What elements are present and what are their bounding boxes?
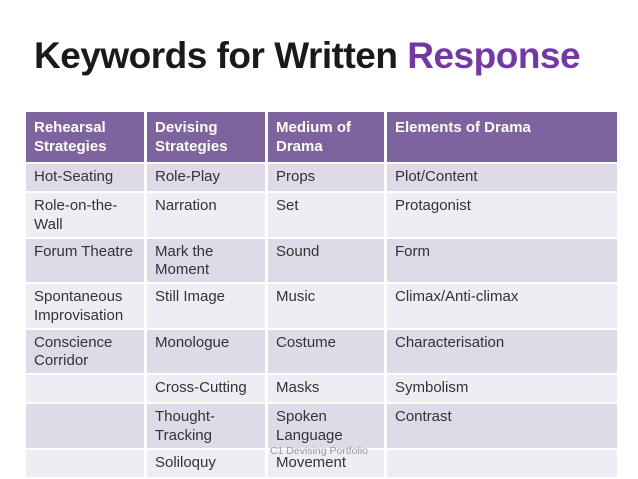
footer-caption: C1 Devising Portfolio — [269, 445, 369, 457]
table-cell: Sound — [265, 236, 387, 284]
table-cell: Mime — [265, 476, 387, 479]
table-cell: Hot-Seating — [23, 162, 147, 193]
table-cell: Protagonist — [384, 191, 620, 239]
table-cell: Forum Theatre — [23, 236, 147, 284]
table-cell: Set — [265, 191, 387, 239]
table-cell: Masks — [265, 373, 387, 404]
slide-title-accent: Response — [407, 35, 581, 76]
table-cell — [384, 447, 620, 479]
table-cell — [23, 402, 147, 450]
table-cell: Narration — [144, 191, 268, 239]
table-cell: Mark the Moment — [144, 236, 268, 284]
table-cell — [384, 476, 620, 479]
table-cell: Music — [265, 282, 387, 330]
table-cell: Thought-Tracking — [144, 402, 268, 450]
table-header-row: Rehearsal Strategies Devising Strategies… — [23, 110, 620, 164]
table-cell: Conscience Corridor — [23, 327, 147, 375]
table-cell: Plot/Content — [384, 162, 620, 193]
table-cell: Monologue — [144, 327, 268, 375]
header-devising-strategies: Devising Strategies — [144, 110, 268, 164]
table-cell: Cross-Cutting — [144, 373, 268, 404]
keywords-table: Rehearsal Strategies Devising Strategies… — [23, 110, 620, 479]
slide-title: Keywords for Written Response — [34, 35, 581, 77]
header-medium-of-drama: Medium of Drama — [265, 110, 387, 164]
header-elements-of-drama: Elements of Drama — [384, 110, 620, 164]
table-cell: Symbolism — [384, 373, 620, 404]
table-cell: Climax/Anti-climax — [384, 282, 620, 330]
table-cell: Spontaneous Improvisation — [23, 282, 147, 330]
slide-title-main: Keywords for Written — [34, 35, 408, 76]
table-cell: Movement — [265, 447, 387, 479]
table-cell: Still Image — [144, 282, 268, 330]
table-cell: Spoken Language — [265, 402, 387, 450]
table-cell: Soliloquy — [144, 447, 268, 479]
table-cell: Costume — [265, 327, 387, 375]
table-cell: Role-on-the-Wall — [23, 191, 147, 239]
header-rehearsal-strategies: Rehearsal Strategies — [23, 110, 147, 164]
table-cell: Contrast — [384, 402, 620, 450]
table-row: Sound ScapingMime — [23, 476, 620, 479]
table-cell: Role-Play — [144, 162, 268, 193]
table-cell — [23, 447, 147, 479]
table-cell: Sound Scaping — [144, 476, 268, 479]
table-cell: Characterisation — [384, 327, 620, 375]
table-cell: Props — [265, 162, 387, 193]
table-cell — [23, 476, 147, 479]
table-header: Rehearsal Strategies Devising Strategies… — [23, 110, 620, 164]
table-cell: Form — [384, 236, 620, 284]
table-cell — [23, 373, 147, 404]
